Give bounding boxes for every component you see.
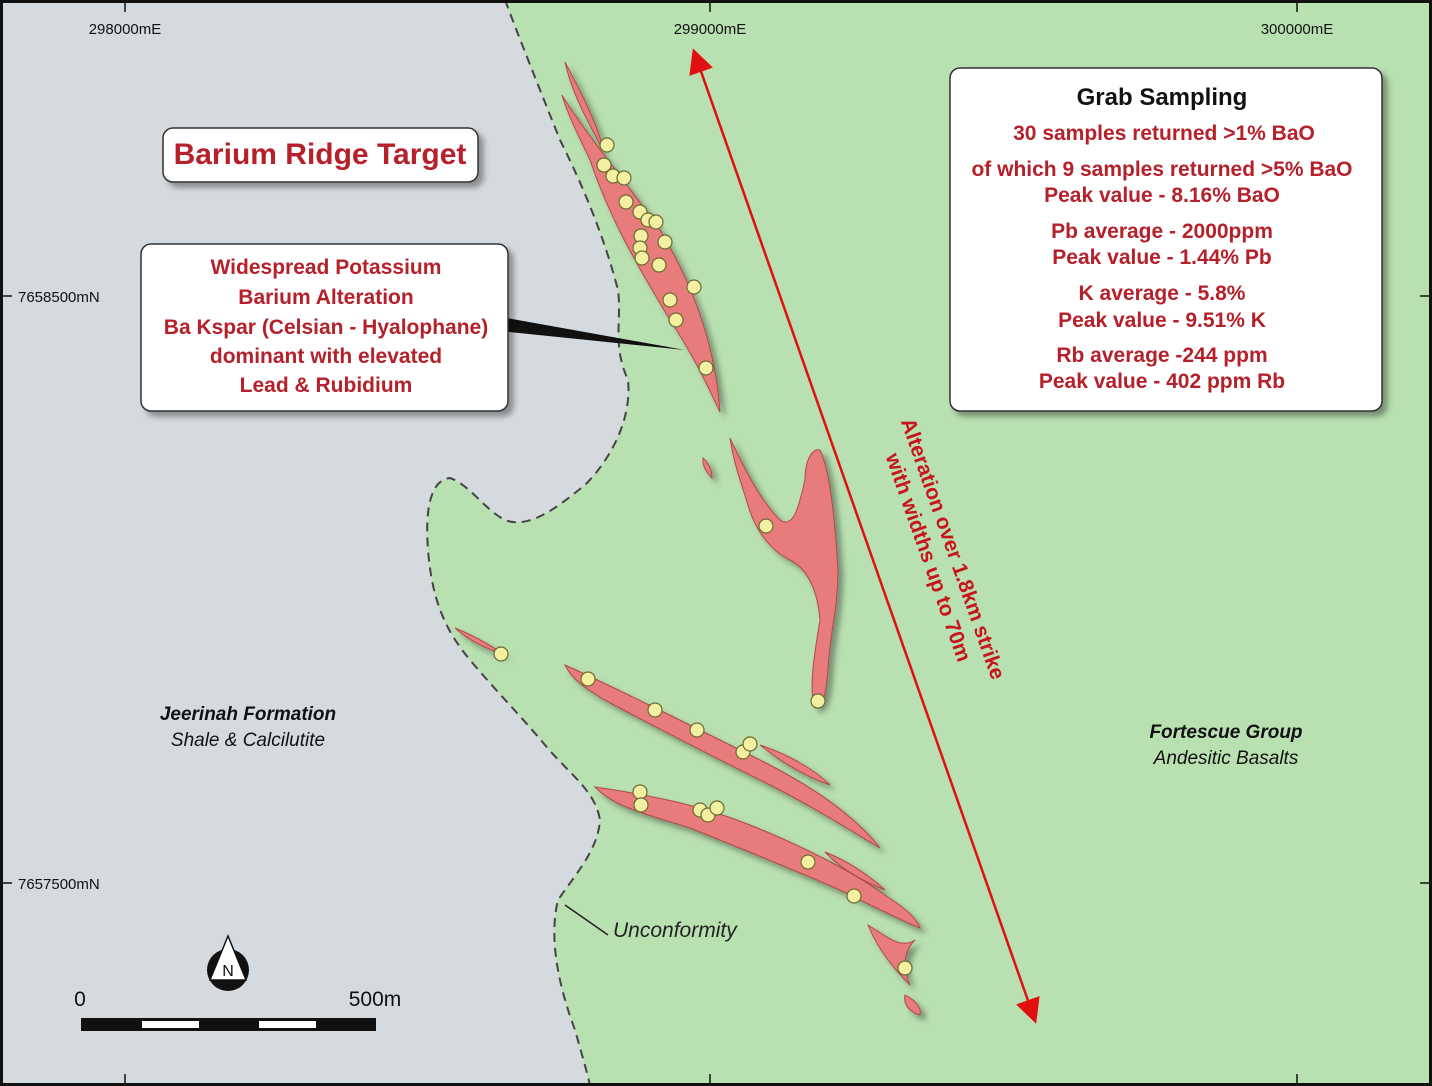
sampling-line: Rb average -244 ppm xyxy=(1056,344,1267,367)
grab-sampling-heading: Grab Sampling xyxy=(1077,84,1248,111)
callout-line: Ba Kspar (Celsian - Hyalophane) xyxy=(164,316,488,339)
scale-end-label: 500m xyxy=(349,988,402,1011)
alteration-callout-text: Widespread Potassium Barium Alteration B… xyxy=(164,256,488,397)
sample-point xyxy=(662,292,678,308)
unconformity-line xyxy=(426,0,630,1086)
sampling-line: Pb average - 2000ppm xyxy=(1051,220,1273,243)
north-label: N xyxy=(222,963,234,980)
title-box xyxy=(162,127,479,183)
sample-point xyxy=(647,702,663,718)
callout-line: Barium Alteration xyxy=(238,286,413,309)
sample-point xyxy=(633,797,649,813)
scale-bar: 0 500m xyxy=(74,988,401,1031)
sample-point xyxy=(648,214,664,230)
sampling-line: 30 samples returned >1% BaO xyxy=(1013,122,1315,145)
sampling-line: of which 9 samples returned >5% BaO xyxy=(971,158,1352,181)
sample-point xyxy=(580,671,596,687)
sampling-line: Peak value - 9.51% K xyxy=(1058,309,1266,332)
sample-point xyxy=(846,888,862,904)
sample-point xyxy=(493,646,509,662)
callout-line: Widespread Potassium xyxy=(211,256,442,279)
sample-point xyxy=(698,360,714,376)
sample-point xyxy=(810,693,826,709)
sampling-line: Peak value - 1.44% Pb xyxy=(1052,246,1271,269)
sample-point xyxy=(657,234,673,250)
alteration-callout-box xyxy=(140,243,509,412)
sample-point xyxy=(616,170,632,186)
unconformity-leader xyxy=(564,904,609,936)
sample-point xyxy=(632,784,648,800)
jeerinah-formation-label: Jeerinah Formation xyxy=(160,704,336,725)
sample-point xyxy=(651,257,667,273)
sample-point xyxy=(686,279,702,295)
easting-label: 300000mE xyxy=(1261,21,1334,38)
sampling-line: Peak value - 402 ppm Rb xyxy=(1039,370,1285,393)
sample-point xyxy=(599,137,615,153)
northing-label: 7658500mN xyxy=(18,289,100,306)
sample-point xyxy=(596,157,612,173)
sample-point xyxy=(709,800,725,816)
sampling-line: K average - 5.8% xyxy=(1079,282,1246,305)
callout-line: Lead & Rubidium xyxy=(240,374,413,397)
scale-start-label: 0 xyxy=(74,988,86,1011)
strike-arrow xyxy=(689,48,1040,1024)
unconformity-label: Unconformity xyxy=(613,919,738,942)
sampling-line: Peak value - 8.16% BaO xyxy=(1044,184,1280,207)
sample-point xyxy=(742,736,758,752)
sample-point xyxy=(668,312,684,328)
north-arrow-icon: N xyxy=(207,934,249,991)
map-title: Barium Ridge Target xyxy=(174,138,467,171)
grab-sampling-text: 30 samples returned >1% BaO of which 9 s… xyxy=(971,122,1352,393)
sample-point xyxy=(689,722,705,738)
sample-point xyxy=(800,854,816,870)
northing-label: 7657500mN xyxy=(18,876,100,893)
easting-label: 298000mE xyxy=(89,21,162,38)
fortescue-group-label: Fortescue Group xyxy=(1149,722,1302,743)
sample-point xyxy=(758,518,774,534)
easting-label: 299000mE xyxy=(674,21,747,38)
callout-line: dominant with elevated xyxy=(210,345,442,368)
jeerinah-lithology-label: Shale & Calcilutite xyxy=(171,730,325,751)
fortescue-lithology-label: Andesitic Basalts xyxy=(1153,748,1299,769)
sample-point xyxy=(634,250,650,266)
callout-pointer xyxy=(490,315,685,350)
sample-point xyxy=(618,194,634,210)
sample-point xyxy=(897,960,913,976)
